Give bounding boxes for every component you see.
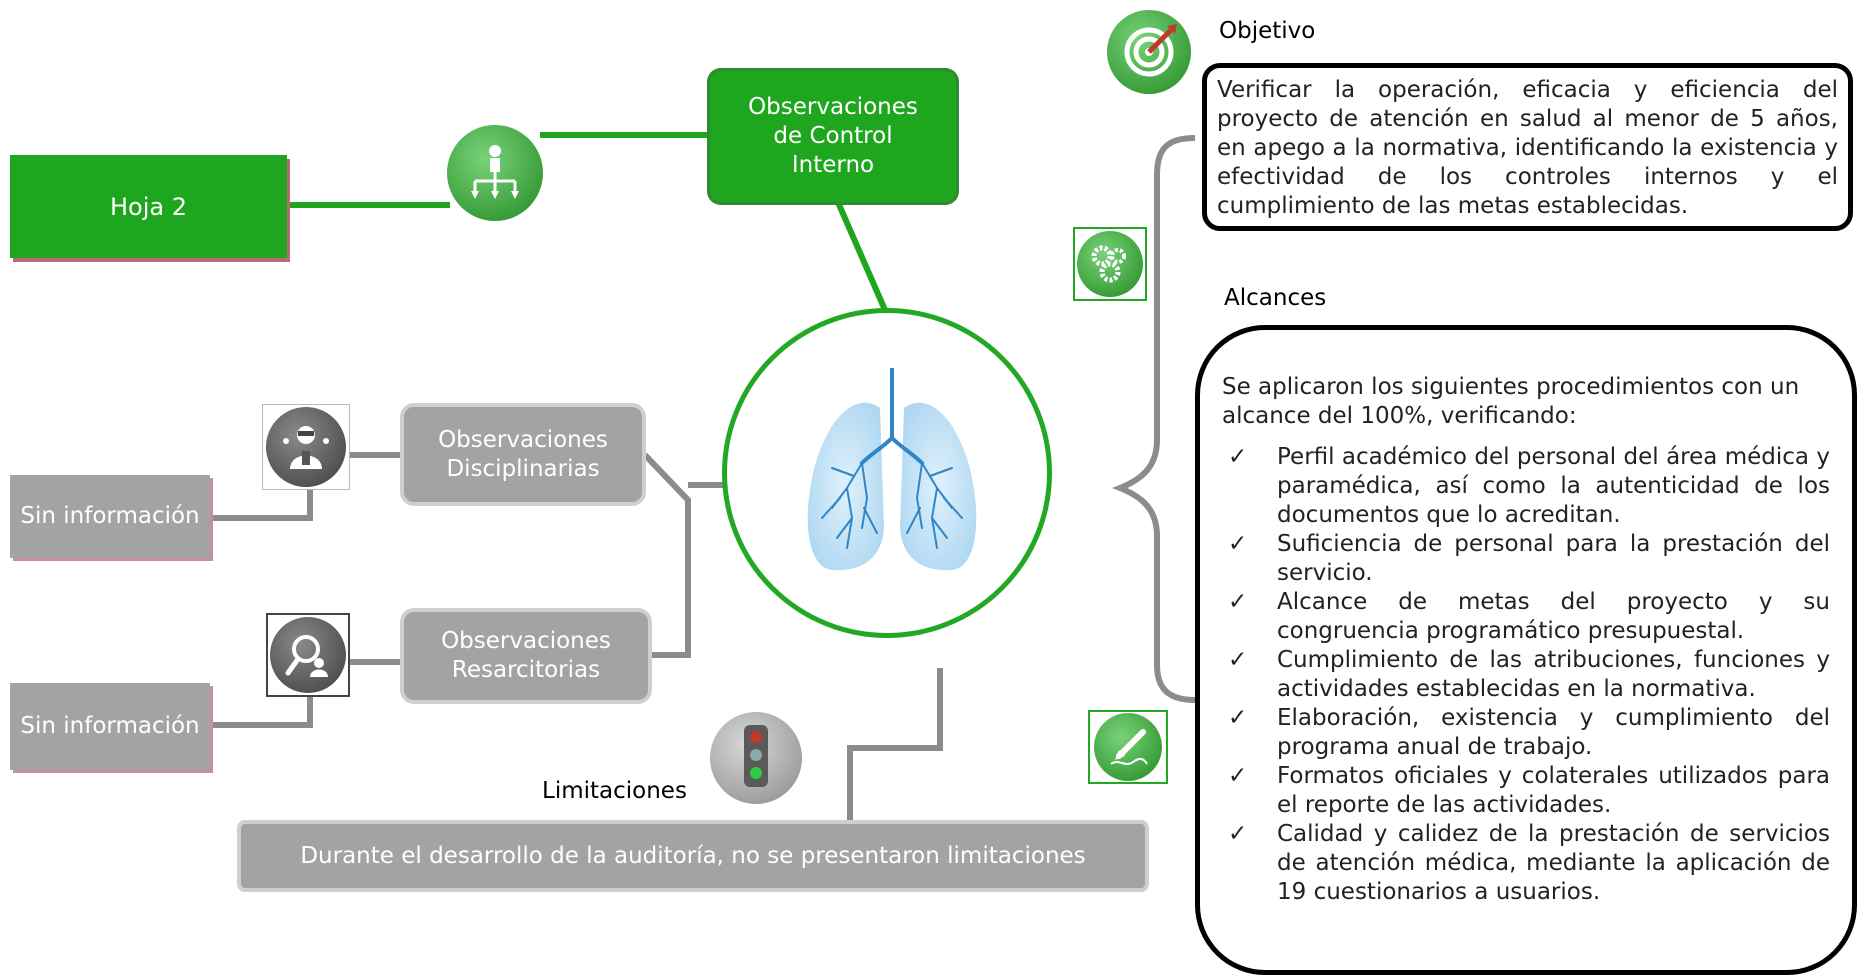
- auditor-icon-frame: [262, 404, 350, 490]
- alcances-intro: Se aplicaron los siguientes procedimient…: [1222, 374, 1800, 429]
- limitaciones-title: Limitaciones: [542, 778, 687, 804]
- pen-signature-icon: [1094, 713, 1162, 781]
- check-icon: ✓: [1228, 589, 1248, 615]
- check-icon: ✓: [1228, 647, 1248, 673]
- pen-signature-icon-frame: [1088, 710, 1168, 784]
- alcances-item: ✓Calidad y calidez de la prestación de s…: [1228, 821, 1830, 905]
- check-icon: ✓: [1228, 531, 1248, 557]
- magnifier-icon-frame: [266, 613, 350, 697]
- sin-informacion-box-1[interactable]: Sin información: [10, 475, 210, 558]
- alcances-item: ✓Alcance de metas del proyecto y su cong…: [1228, 589, 1830, 644]
- hoja-2-box[interactable]: Hoja 2: [10, 155, 287, 258]
- control-interno-box[interactable]: Observaciones de Control Interno: [707, 68, 959, 205]
- check-icon: ✓: [1228, 444, 1248, 470]
- lungs-icon: [807, 368, 977, 571]
- disciplinarias-label: Observaciones Disciplinarias: [438, 426, 608, 482]
- objetivo-text: Verificar la operación, eficacia y efici…: [1217, 77, 1838, 219]
- alcances-item: ✓Formatos oficiales y colaterales utiliz…: [1228, 763, 1830, 818]
- gears-icon-frame: [1073, 227, 1147, 301]
- objetivo-title: Objetivo: [1219, 18, 1316, 44]
- alcances-item: ✓Perfil académico del personal del área …: [1228, 444, 1830, 528]
- gears-icon: [1077, 231, 1143, 297]
- hoja-2-label: Hoja 2: [109, 192, 187, 221]
- resarcitorias-label: Observaciones Resarcitorias: [441, 628, 611, 683]
- check-icon: ✓: [1228, 705, 1248, 731]
- alcances-item: ✓Elaboración, existencia y cumplimiento …: [1228, 705, 1830, 760]
- limitaciones-box[interactable]: Durante el desarrollo de la auditoría, n…: [237, 820, 1149, 892]
- disciplinarias-box[interactable]: Observaciones Disciplinarias: [400, 403, 646, 506]
- alcances-list: ✓Perfil académico del personal del área …: [1222, 443, 1830, 907]
- alcances-box: Se aplicaron los siguientes procedimient…: [1195, 325, 1857, 975]
- alcances-title: Alcances: [1224, 285, 1327, 311]
- sin-informacion-box-2[interactable]: Sin información: [10, 683, 210, 770]
- target-icon: [1107, 10, 1191, 94]
- auditor-icon: [266, 407, 346, 487]
- magnifier-icon: [270, 617, 346, 693]
- alcances-item: ✓Suficiencia de personal para la prestac…: [1228, 531, 1830, 586]
- resarcitorias-box[interactable]: Observaciones Resarcitorias: [400, 608, 652, 704]
- limitaciones-text: Durante el desarrollo de la auditoría, n…: [300, 843, 1086, 869]
- org-chart-icon: [447, 125, 543, 221]
- alcances-item: ✓Cumplimiento de las atribuciones, funci…: [1228, 647, 1830, 702]
- central-circle: [722, 308, 1052, 638]
- check-icon: ✓: [1228, 821, 1248, 847]
- sin-informacion-label-1: Sin información: [20, 503, 200, 529]
- objetivo-box: Verificar la operación, eficacia y efici…: [1202, 63, 1853, 231]
- control-interno-label: Observaciones de Control Interno: [748, 94, 918, 178]
- traffic-light-icon: [710, 712, 802, 804]
- sin-informacion-label-2: Sin información: [20, 713, 200, 739]
- check-icon: ✓: [1228, 763, 1248, 789]
